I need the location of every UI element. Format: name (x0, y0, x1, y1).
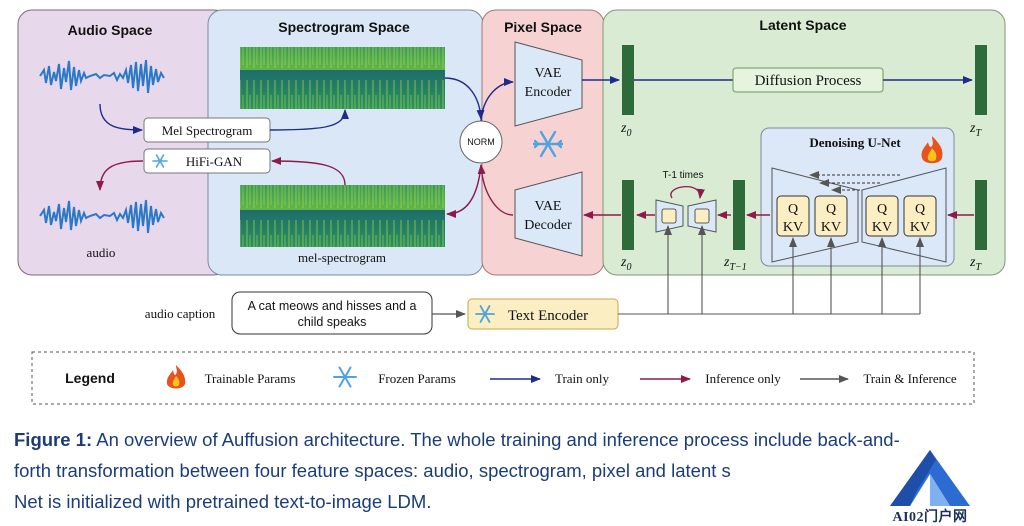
audio-label: audio (87, 245, 116, 260)
mel-spectrogram-label: mel-spectrogram (298, 250, 386, 265)
vae-encoder (514, 41, 583, 127)
zT-label-bottom: zT (969, 255, 982, 273)
prompt-box (231, 291, 433, 335)
unet-title: Denoising U-Net (809, 135, 901, 150)
legend-frozen: Frozen Params (378, 371, 456, 386)
legend-box (31, 351, 975, 405)
text-encoder-text: Text Encoder (508, 308, 588, 324)
spectrogram-space-title: Spectrogram Space (278, 19, 410, 35)
prompt-line-1: A cat meows and hisses and a (248, 299, 417, 313)
svg-text:Q: Q (826, 202, 836, 217)
hifigan-box (143, 148, 271, 174)
waveform-icon (39, 199, 165, 234)
svg-text:KV: KV (910, 220, 930, 235)
figure-label: Figure 1: (14, 429, 93, 450)
arrow-mel-to-spectrogram (269, 109, 349, 131)
spectrogram-icon (240, 47, 445, 109)
z0-label-top: z0 (620, 121, 631, 139)
caption-line-2: forth transformation between four featur… (14, 460, 731, 481)
legend-inference-only: Inference only (705, 371, 781, 386)
architecture-diagram: Audio Space Spectrogram Space Pixel Spac… (17, 9, 1006, 405)
latent-z0-top (622, 45, 634, 115)
waveform-icon (39, 59, 165, 94)
vae-decoder (514, 171, 583, 257)
vae-encoder-text-1: VAE (535, 66, 562, 81)
legend-title: Legend (65, 370, 115, 386)
arrow-hifigan-to-audio (96, 160, 144, 191)
latent-space-title: Latent Space (759, 17, 846, 33)
arrow-spectrogram-to-norm (444, 77, 485, 120)
svg-text:Q: Q (877, 202, 887, 217)
latent-zT-top (975, 45, 987, 115)
caption-line-3: Net is initialized with pretrained text-… (14, 491, 432, 512)
audio-space-title: Audio Space (68, 22, 153, 38)
text-condition-lines (618, 225, 924, 315)
qkv-block: Q KV (814, 195, 848, 237)
watermark-a-icon (890, 450, 970, 506)
watermark-text: AI02门户网 (892, 510, 968, 525)
svg-text:Q: Q (788, 202, 798, 217)
latent-zT-bottom (975, 180, 987, 250)
snowflake-icon (532, 130, 564, 158)
legend-trainable: Trainable Params (205, 371, 296, 386)
qkv-block: Q KV (903, 195, 937, 237)
caption-line-1: Figure 1: An overview of Auffusion archi… (14, 424, 1014, 455)
arrow-norm-to-encoder (480, 78, 514, 122)
zT-label-top: zT (969, 121, 982, 139)
svg-text:KV: KV (821, 220, 841, 235)
mini-qkv (694, 208, 710, 224)
svg-text:KV: KV (783, 220, 803, 235)
qkv-block: Q KV (865, 195, 899, 237)
legend-train-only: Train only (555, 371, 610, 386)
hifigan-text: HiFi-GAN (186, 154, 243, 169)
svg-text:KV: KV (872, 220, 892, 235)
z0-label-bottom: z0 (620, 255, 631, 273)
fire-icon (166, 365, 186, 389)
audio-caption-label: audio caption (145, 306, 216, 321)
latent-zT1-bottom (733, 180, 745, 250)
mini-qkv (661, 208, 677, 224)
snowflake-icon (333, 366, 357, 388)
norm-text: NORM (467, 137, 495, 147)
vae-decoder-text-1: VAE (535, 199, 562, 214)
loop-arrow (670, 185, 705, 199)
arrow-decoder-to-norm (477, 164, 514, 216)
mel-spectrogram-text: Mel Spectrogram (162, 123, 253, 138)
watermark-logo: AI02门户网 (880, 448, 980, 525)
qkv-block: Q KV (776, 195, 810, 237)
fire-icon (921, 136, 943, 164)
caption-text-1: An overview of Auffusion architecture. T… (96, 429, 900, 450)
t-minus-1-times-label: T-1 times (662, 170, 703, 181)
diffusion-process-text: Diffusion Process (755, 73, 862, 89)
arrow-audio-to-mel (99, 103, 143, 134)
latent-z0-bottom (622, 180, 634, 250)
pixel-space-title: Pixel Space (504, 19, 582, 35)
snowflake-icon (152, 154, 168, 168)
prompt-line-2: child speaks (298, 315, 367, 329)
arrow-spectrogram-to-hifigan (271, 157, 346, 186)
svg-text:Q: Q (915, 202, 925, 217)
figure-caption: Figure 1: An overview of Auffusion archi… (14, 424, 1014, 517)
zT1-label: zT−1 (723, 255, 747, 273)
spectrogram-icon (240, 185, 445, 247)
snowflake-icon (475, 305, 495, 323)
legend-train-inference: Train & Inference (863, 371, 957, 386)
vae-encoder-text-2: Encoder (525, 85, 572, 100)
arrow-norm-to-spectrogram (446, 164, 482, 218)
vae-decoder-text-2: Decoder (524, 218, 572, 233)
